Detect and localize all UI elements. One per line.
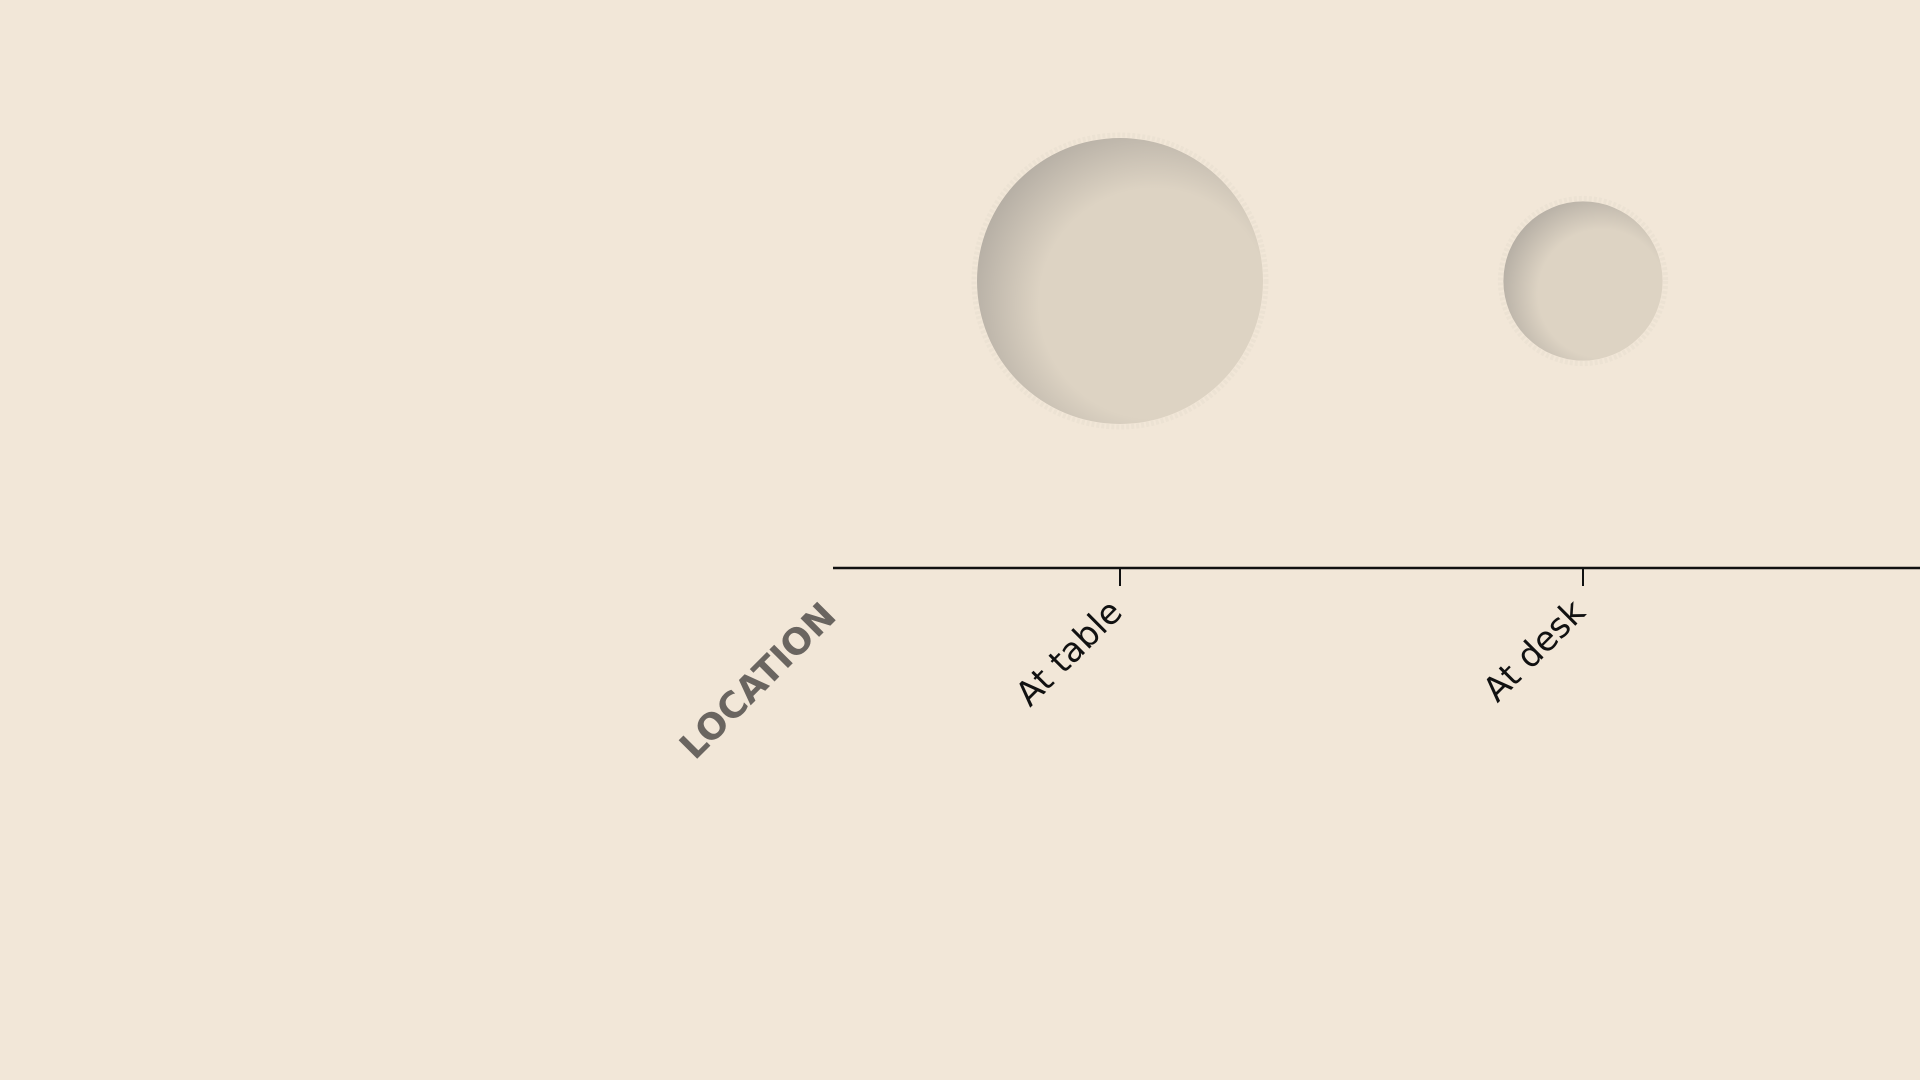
bubble-rim — [971, 132, 1269, 430]
x-tick-label: At desk — [1475, 592, 1593, 710]
bubble-rim — [1497, 195, 1669, 367]
x-axis-title: LOCATION — [672, 595, 844, 767]
bubble-point — [1497, 195, 1669, 367]
x-tick-label: At table — [1008, 592, 1130, 714]
bubble-point — [971, 132, 1269, 430]
bubble-layer — [971, 132, 1669, 430]
bubble-body — [977, 138, 1263, 424]
bubble-body — [1503, 201, 1663, 361]
